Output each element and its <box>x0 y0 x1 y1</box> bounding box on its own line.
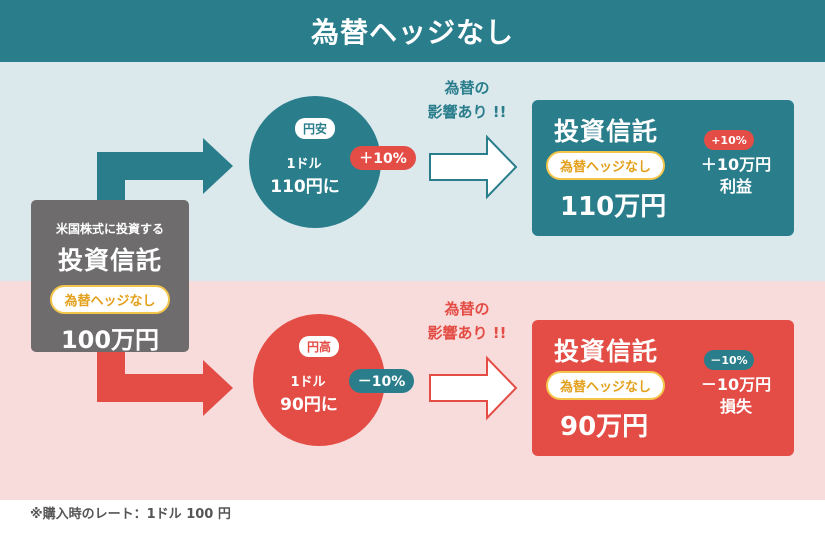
result-profit-amount: ＋10万円 <box>700 155 772 174</box>
result-loss: －10万円 損失 <box>684 374 788 418</box>
yen-strong-result-box: 投資信託 為替ヘッジなし 90万円 －10% －10万円 損失 <box>532 320 794 456</box>
yen-weak-impact-note: 為替の 影響あり !! <box>402 76 532 124</box>
yen-strong-tag: 円高 <box>298 336 339 357</box>
arrow-to-result-top <box>429 134 518 200</box>
impact-line1: 為替の <box>444 79 490 97</box>
source-fund-box: 米国株式に投資する 投資信託 為替ヘッジなし 100万円 <box>31 200 189 354</box>
result-change-badge: +10% <box>704 130 754 150</box>
result-change-badge: －10% <box>704 350 754 370</box>
yen-strong-rate-line1: 1ドル <box>290 375 326 390</box>
result-amount: 110万円 <box>560 192 667 222</box>
result-title: 投資信託 <box>554 117 659 146</box>
result-hedge-pill: 為替ヘッジなし <box>546 151 666 180</box>
yen-weak-rate-line1: 1ドル <box>286 157 322 172</box>
source-hedge-pill: 為替ヘッジなし <box>50 285 170 314</box>
result-loss-label: 損失 <box>719 397 752 416</box>
source-subtitle: 米国株式に投資する <box>55 222 164 236</box>
page-title: 為替ヘッジなし <box>0 0 825 62</box>
impact-line2: 影響あり !! <box>427 324 507 342</box>
arrow-to-yen-strong <box>97 350 233 416</box>
result-profit: ＋10万円 利益 <box>684 154 788 198</box>
result-title: 投資信託 <box>554 337 659 366</box>
yen-strong-change-badge: －10% <box>349 369 414 393</box>
source-title: 投資信託 <box>57 246 162 275</box>
result-profit-label: 利益 <box>719 177 752 196</box>
footnote: ※購入時のレート：1ドル 100 円 <box>30 507 231 522</box>
yen-weak-tag: 円安 <box>294 118 335 139</box>
source-amount: 100万円 <box>60 326 160 354</box>
arrow-to-yen-weak <box>97 138 233 206</box>
yen-strong-impact-note: 為替の 影響あり !! <box>402 297 532 345</box>
yen-weak-change-badge: ＋10% <box>350 146 416 170</box>
yen-weak-result-box: 投資信託 為替ヘッジなし 110万円 +10% ＋10万円 利益 <box>532 100 794 236</box>
yen-strong-rate-line2: 90円に <box>280 395 338 415</box>
result-hedge-pill: 為替ヘッジなし <box>546 371 666 400</box>
impact-line2: 影響あり !! <box>427 103 507 121</box>
yen-weak-rate-line2: 110円に <box>270 177 340 197</box>
impact-line1: 為替の <box>444 300 490 318</box>
result-amount: 90万円 <box>560 412 649 442</box>
arrow-to-result-bottom <box>429 355 518 421</box>
result-loss-amount: －10万円 <box>700 375 772 394</box>
